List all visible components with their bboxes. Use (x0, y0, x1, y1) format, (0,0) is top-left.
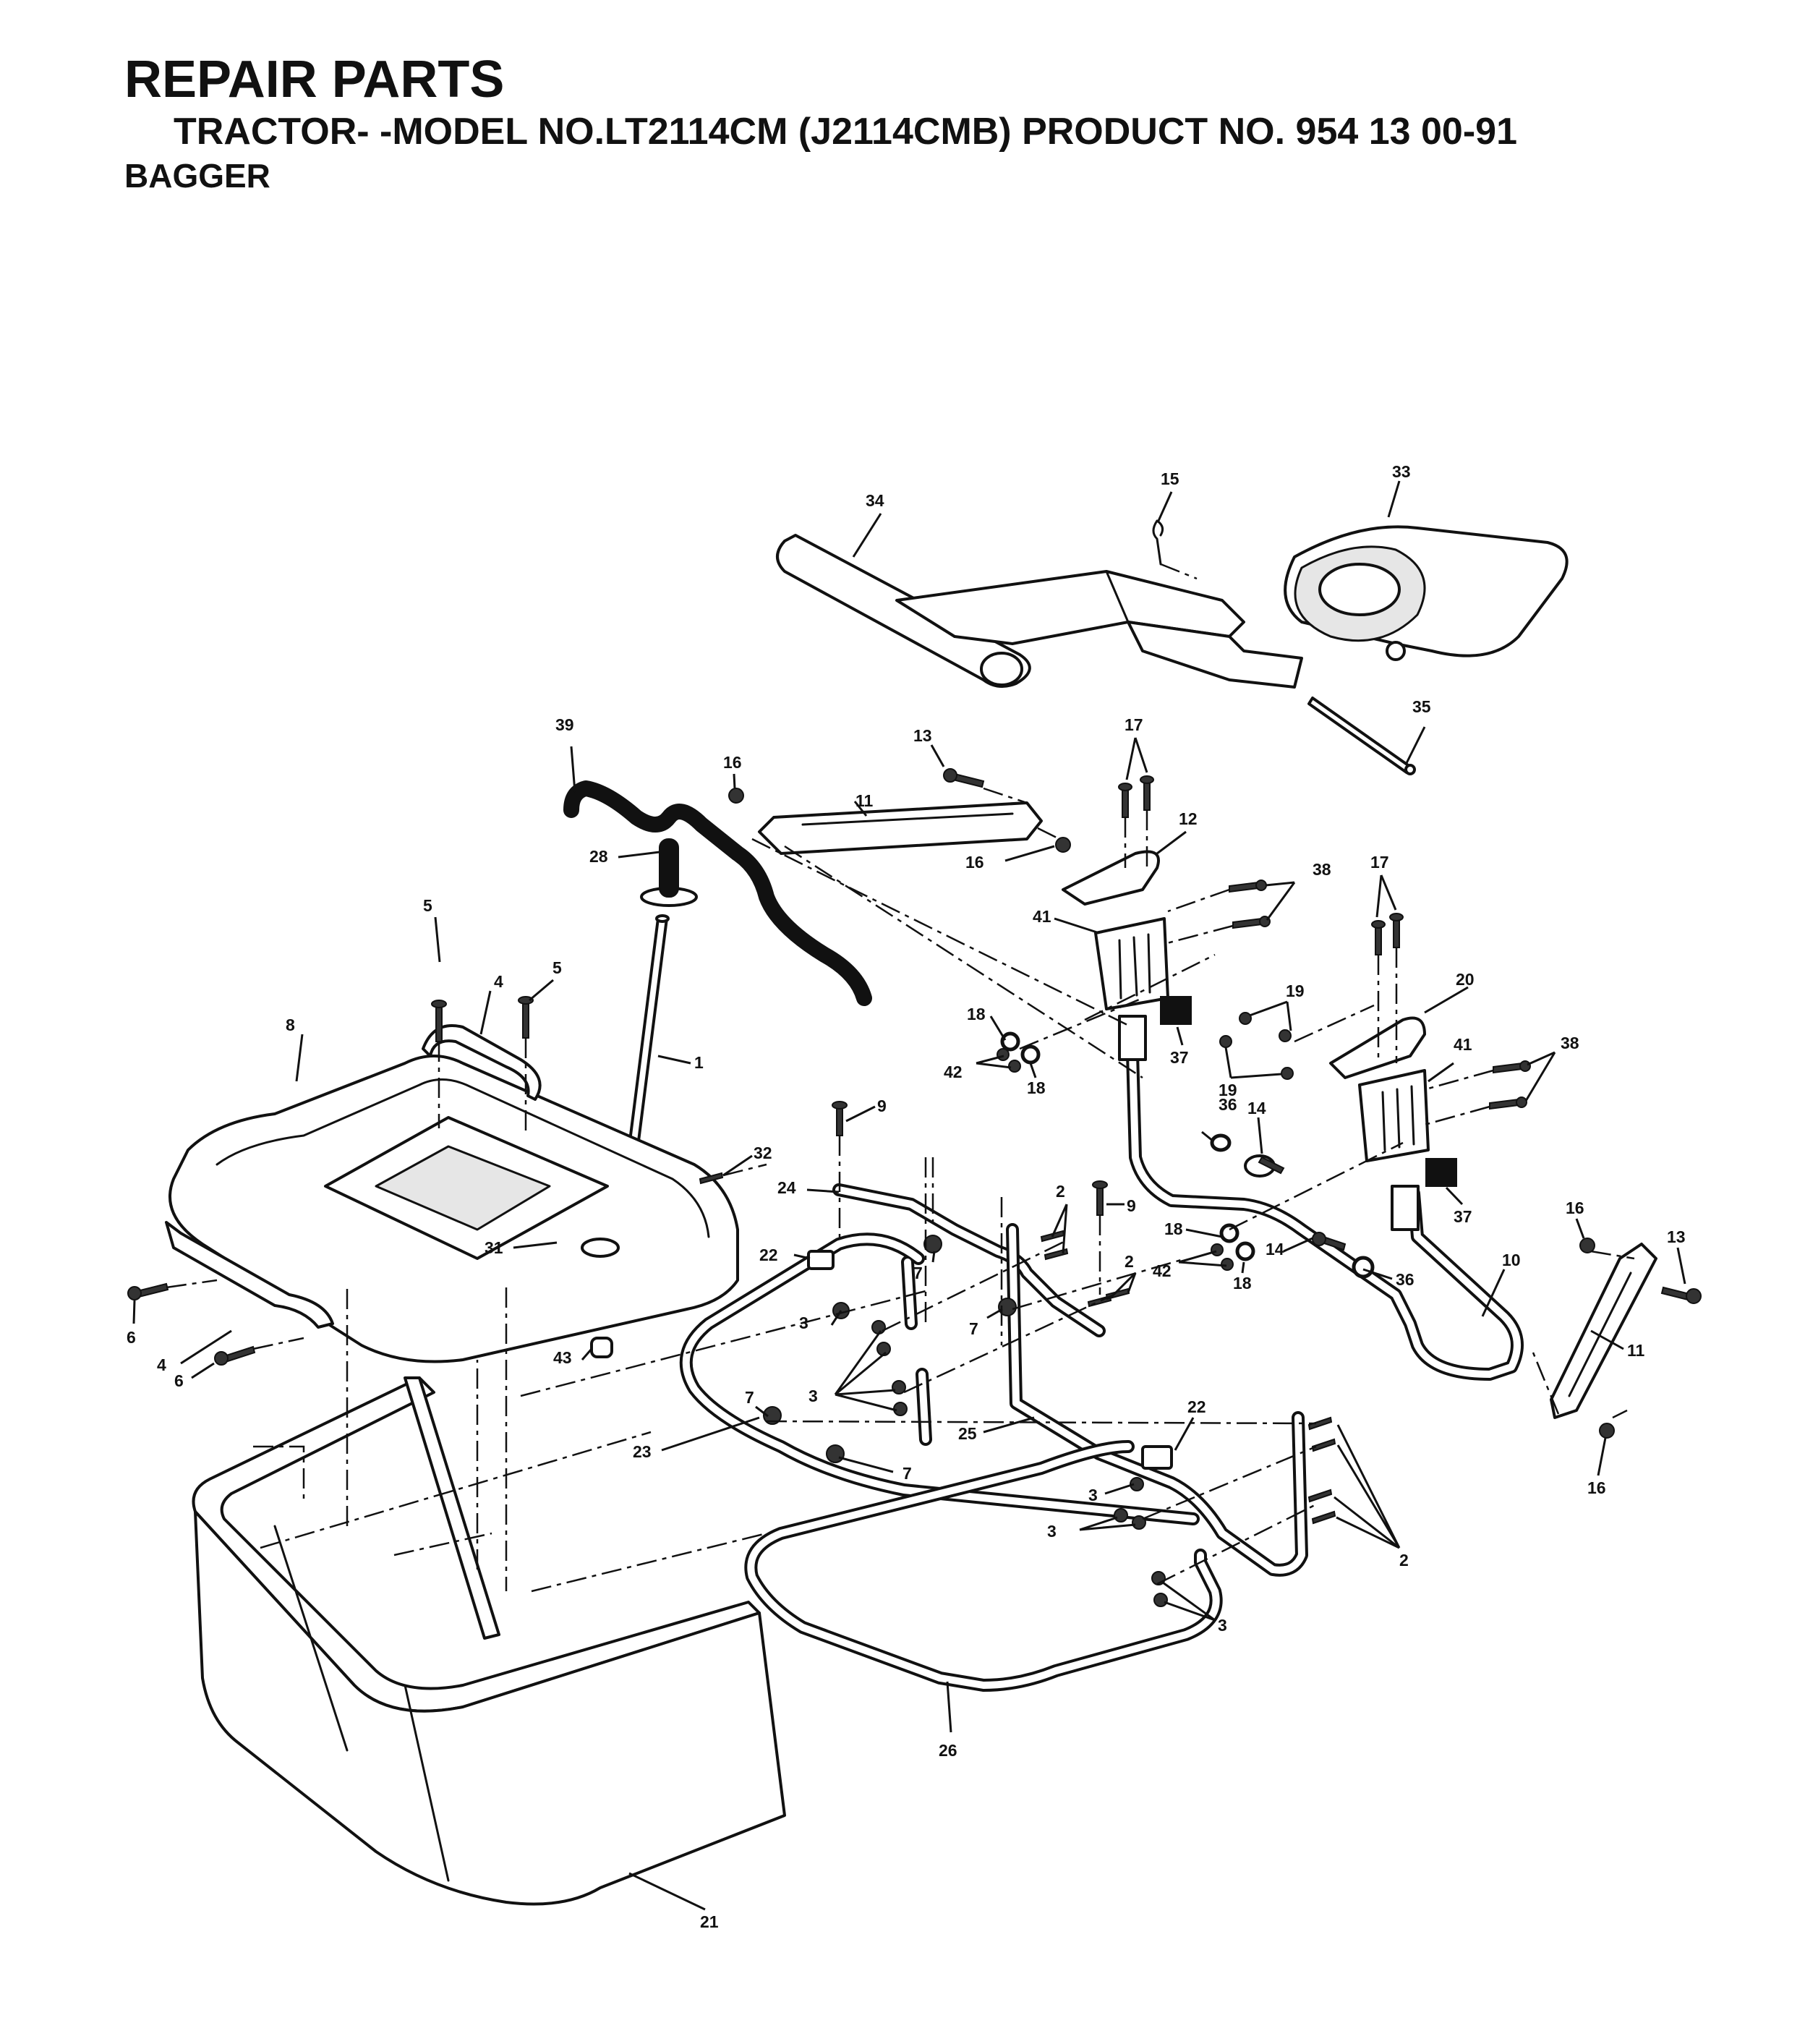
callout-36: 36 (1219, 1095, 1237, 1114)
page-title: REPAIR PARTS (124, 51, 505, 108)
callout-15: 15 (1161, 469, 1179, 488)
callout-5: 5 (552, 958, 562, 977)
callout-1: 1 (694, 1053, 704, 1072)
callout-14: 14 (1266, 1240, 1284, 1259)
callout-33: 33 (1392, 462, 1411, 481)
callout-39: 39 (555, 715, 574, 734)
callout-17: 17 (1370, 853, 1389, 872)
callout-23: 23 (633, 1442, 652, 1461)
bag-frames (679, 1183, 1308, 1692)
callout-4: 4 (494, 972, 503, 991)
callout-14: 14 (1247, 1099, 1266, 1117)
callout-18: 18 (1164, 1219, 1183, 1238)
callout-3: 3 (1088, 1486, 1098, 1504)
callout-7: 7 (969, 1319, 978, 1338)
callout-11: 11 (855, 791, 874, 810)
callout-16: 16 (1587, 1478, 1606, 1497)
callout-3: 3 (1218, 1616, 1227, 1635)
callout-18: 18 (1233, 1274, 1252, 1293)
callout-43: 43 (553, 1348, 572, 1367)
callout-6: 6 (174, 1371, 184, 1390)
callout-16: 16 (1566, 1198, 1584, 1217)
callout-41: 41 (1454, 1035, 1472, 1054)
assembly-center-lines (166, 787, 1635, 1593)
callout-38: 38 (1313, 860, 1331, 879)
callout-8: 8 (286, 1015, 295, 1034)
callout-22: 22 (1187, 1397, 1206, 1416)
callout-24: 24 (777, 1178, 796, 1197)
callout-36: 36 (1396, 1270, 1414, 1289)
deflector-rod (563, 780, 872, 1006)
page-header: REPAIR PARTS TRACTOR- -MODEL NO.LT2114CM… (124, 51, 1788, 197)
callout-18: 18 (967, 1005, 986, 1023)
callout-19: 19 (1219, 1081, 1237, 1099)
callout-2: 2 (1056, 1182, 1065, 1201)
callout-18: 18 (1027, 1078, 1046, 1097)
callout-38: 38 (1561, 1034, 1579, 1052)
callout-28: 28 (589, 847, 608, 866)
callout-11: 11 (1627, 1341, 1645, 1360)
callout-16: 16 (723, 753, 742, 772)
callout-10: 10 (1502, 1251, 1521, 1269)
callout-37: 37 (1454, 1207, 1472, 1226)
callout-2: 2 (1399, 1551, 1409, 1570)
callout-34: 34 (866, 491, 884, 510)
callout-labels: 1 2 2 2 3 3 3 3 3 4 4 5 5 6 6 7 7 7 7 8 … (127, 462, 1686, 1931)
section-title: BAGGER (124, 157, 270, 195)
callout-37: 37 (1170, 1048, 1189, 1067)
callout-16: 16 (965, 853, 984, 872)
callout-26: 26 (939, 1741, 957, 1760)
bagger-mount-bracket (1118, 1015, 1524, 1381)
callout-7: 7 (913, 1264, 923, 1282)
callout-41: 41 (1033, 907, 1051, 926)
callout-7: 7 (902, 1464, 912, 1483)
latch-brackets (1062, 850, 1457, 1187)
callout-12: 12 (1179, 809, 1198, 828)
callout-35: 35 (1412, 697, 1431, 716)
callout-9: 9 (1127, 1196, 1136, 1215)
callout-20: 20 (1456, 970, 1475, 989)
callout-32: 32 (754, 1144, 772, 1162)
callout-2: 2 (1125, 1252, 1134, 1271)
model-subtitle: TRACTOR- -MODEL NO.LT2114CM (J2114CMB) P… (174, 111, 1518, 153)
callout-4: 4 (157, 1355, 166, 1374)
callout-42: 42 (1153, 1261, 1172, 1280)
callout-21: 21 (700, 1912, 719, 1931)
callout-25: 25 (958, 1424, 977, 1443)
tractor-rear-assembly (776, 519, 1569, 775)
callout-31: 31 (485, 1238, 503, 1257)
grass-bag (192, 1376, 786, 1906)
callout-5: 5 (423, 896, 432, 915)
mount-straps (758, 801, 1657, 1419)
callout-22: 22 (759, 1245, 778, 1264)
callout-42: 42 (944, 1063, 963, 1081)
hardware (127, 768, 1702, 1607)
callout-3: 3 (808, 1387, 818, 1405)
callout-9: 9 (877, 1096, 887, 1115)
callout-17: 17 (1125, 715, 1143, 734)
callout-19: 19 (1286, 981, 1305, 1000)
bagger-cover (165, 1024, 739, 1363)
callout-13: 13 (913, 726, 932, 745)
callout-7: 7 (745, 1388, 754, 1407)
callout-13: 13 (1667, 1227, 1686, 1246)
callout-3: 3 (799, 1313, 808, 1332)
callout-6: 6 (127, 1328, 136, 1347)
callout-3: 3 (1047, 1522, 1057, 1541)
